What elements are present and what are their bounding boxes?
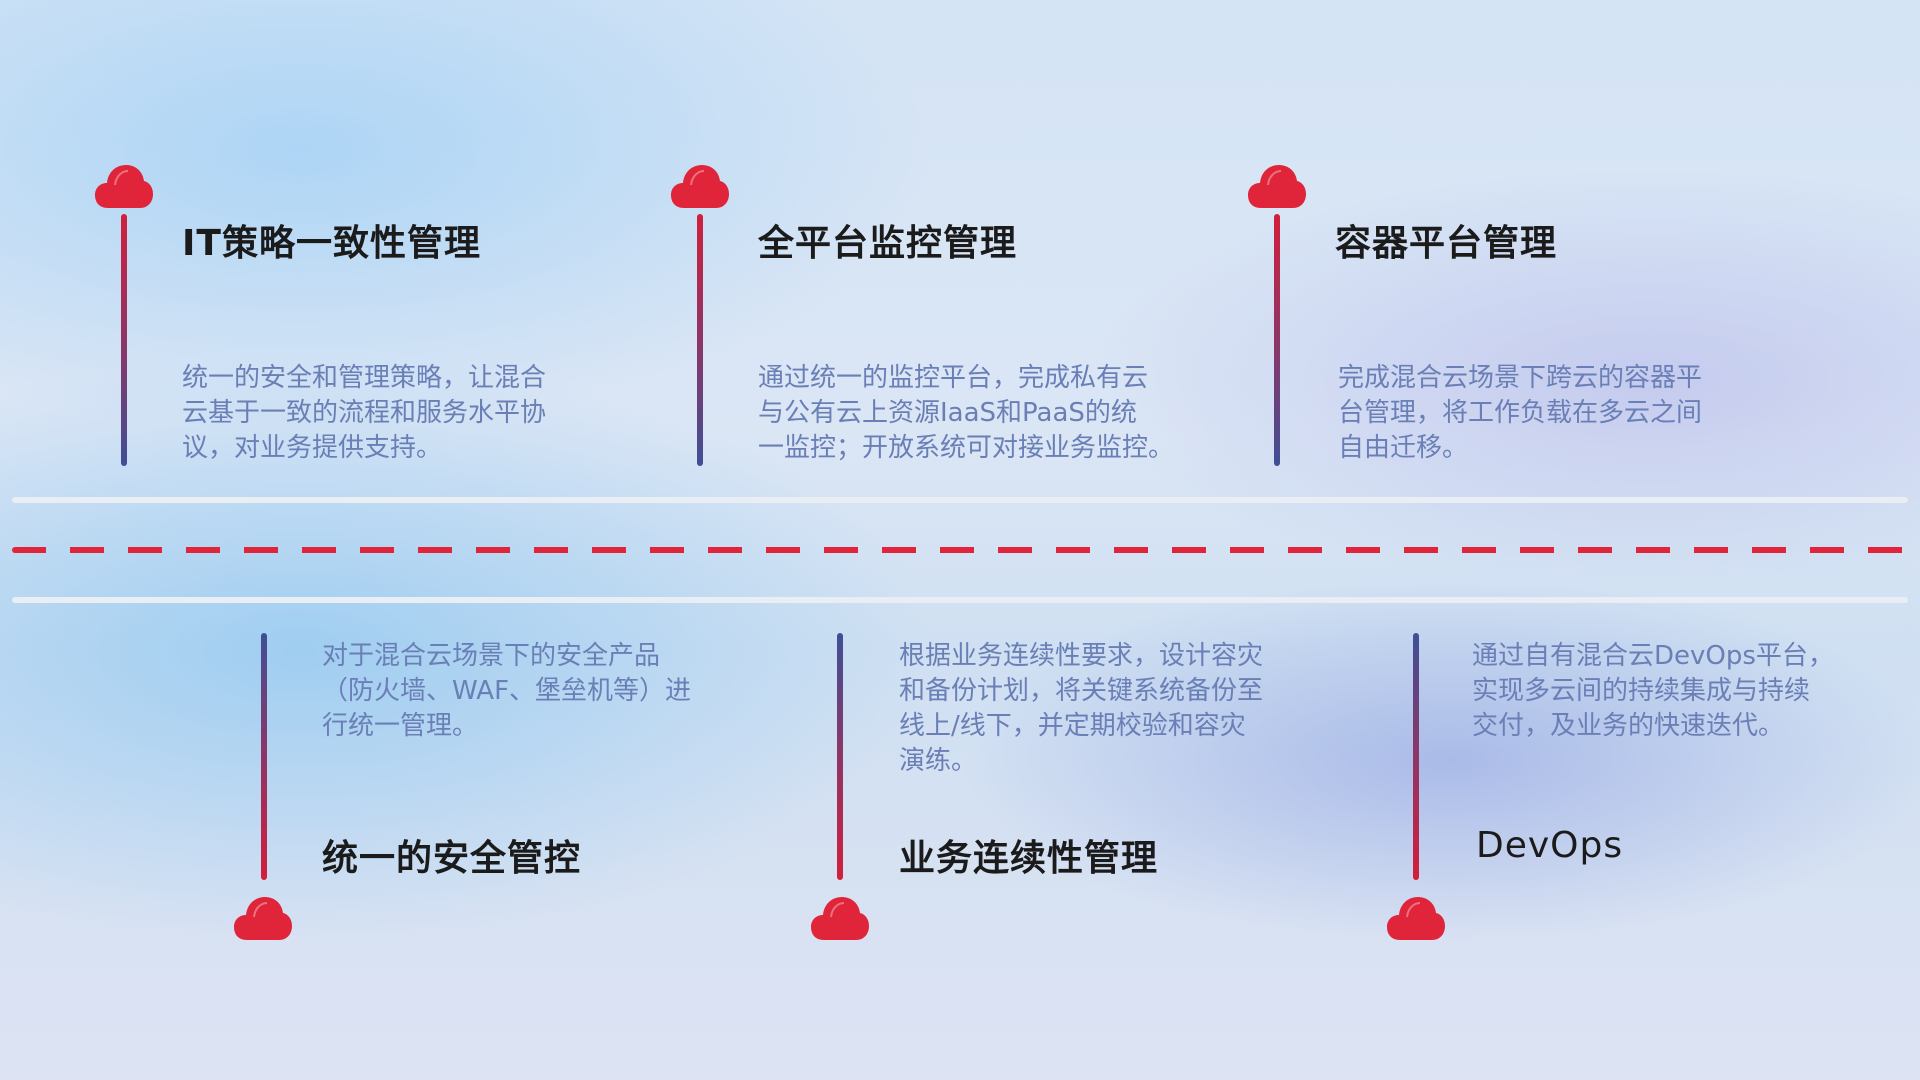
- item-description: 统一的安全和管理策略，让混合 云基于一致的流程和服务水平协 议，对业务提供支持。: [182, 363, 547, 463]
- item-title: IT策略一致性管理: [182, 223, 481, 264]
- cloud-icon: [1387, 897, 1445, 940]
- item-description: 通过统一的监控平台，完成私有云 与公有云上资源IaaS和PaaS的统 一监控；开…: [758, 363, 1175, 463]
- item-description: 完成混合云场景下跨云的容器平 台管理，将工作负载在多云之间 自由迁移。: [1338, 363, 1703, 463]
- connector-line: [837, 633, 843, 880]
- cloud-icon: [811, 897, 869, 940]
- connector-line: [261, 633, 267, 880]
- upper-divider-line: [12, 497, 1908, 503]
- cloud-icon: [95, 165, 153, 208]
- lower-divider-line: [12, 597, 1908, 603]
- item-title: 业务连续性管理: [899, 838, 1159, 879]
- cloud-icon: [1248, 165, 1306, 208]
- item-title: 容器平台管理: [1335, 223, 1558, 264]
- connector-line: [1413, 633, 1419, 880]
- item-description: 通过自有混合云DevOps平台， 实现多云间的持续集成与持续 交付，及业务的快速…: [1472, 641, 1834, 741]
- item-title: 统一的安全管控: [322, 838, 582, 879]
- item-title: DevOps: [1476, 825, 1624, 866]
- connector-line: [1274, 214, 1280, 466]
- connector-line: [697, 214, 703, 466]
- cloud-icon: [234, 897, 292, 940]
- item-description: 根据业务连续性要求，设计容灾 和备份计划，将关键系统备份至 线上/线下，并定期校…: [899, 641, 1264, 776]
- item-title: 全平台监控管理: [758, 223, 1018, 264]
- dashed-timeline: [12, 547, 1908, 553]
- connector-line: [121, 214, 127, 466]
- item-description: 对于混合云场景下的安全产品 （防火墙、WAF、堡垒机等）进 行统一管理。: [322, 641, 692, 741]
- cloud-icon: [671, 165, 729, 208]
